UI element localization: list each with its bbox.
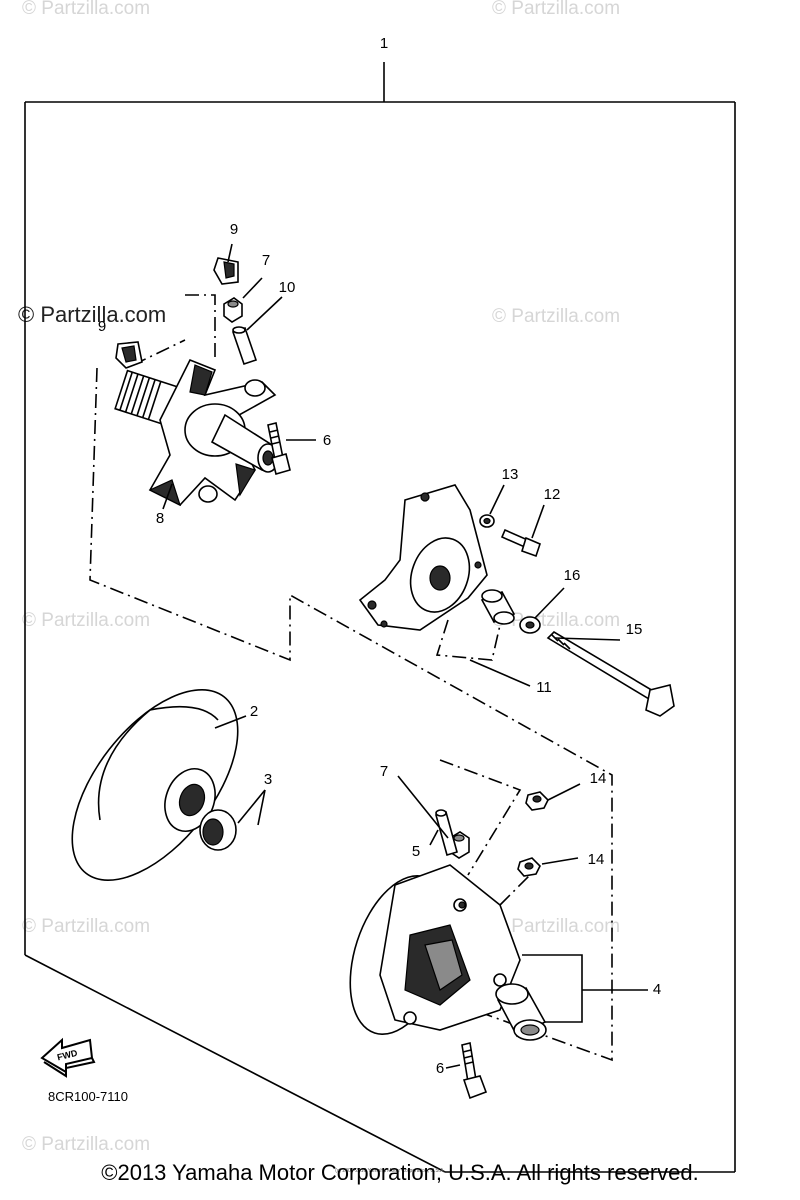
callout-label: 16 (564, 567, 581, 584)
nut-part (517, 857, 541, 877)
callout-leaders (162, 243, 648, 1069)
callout-label: 4 (653, 981, 661, 998)
spider-hub-part (114, 358, 279, 507)
watermark: © Partzilla.com (22, 610, 150, 631)
pin-part (435, 809, 458, 857)
slider-weight-part (115, 341, 143, 369)
pin-part (231, 326, 258, 366)
bolt-part (461, 1042, 488, 1100)
diagram-code: 8CR100-7110 (48, 1089, 128, 1104)
small-print: (c) 2005-2016 Yamaha Motor Corporation, … (335, 1168, 445, 1174)
long-bolt-part (546, 630, 675, 717)
nut-part (223, 297, 243, 323)
callout-label: 15 (626, 621, 643, 638)
watermark: © Partzilla.com (492, 306, 620, 327)
callout-label: 3 (264, 771, 272, 788)
fwd-arrow-icon: FWD (40, 1037, 96, 1078)
callout-label: 10 (279, 279, 296, 296)
callout-label: 6 (436, 1060, 444, 1077)
callout-label: 7 (380, 763, 388, 780)
watermark: © Partzilla.com (22, 0, 150, 19)
assembly-frame (24, 62, 736, 1173)
callout-label: 9 (98, 318, 106, 335)
nut-part (525, 791, 549, 811)
callout-label: 9 (230, 221, 238, 238)
callout-label: 14 (588, 851, 605, 868)
slider-weight-part (213, 257, 239, 285)
watermark: © Partzilla.com (22, 1134, 150, 1155)
callout-label: 11 (536, 679, 552, 696)
callout-label: 12 (544, 486, 561, 503)
bushing-part (480, 589, 516, 625)
watermark: © Partzilla.com (492, 0, 620, 19)
washer-part (479, 514, 495, 528)
callout-label: 1 (380, 35, 388, 52)
callout-label: 6 (323, 432, 331, 449)
leader-dash-lines (89, 294, 613, 1062)
callout-label: 8 (156, 510, 164, 527)
callout-label: 2 (250, 703, 258, 720)
callout-label: 14 (590, 770, 607, 787)
fwd-label: FWD (56, 1048, 79, 1063)
callout-label: 5 (412, 843, 420, 860)
bolt-part (267, 422, 291, 475)
sliding-sheave-part (71, 688, 239, 882)
watermark-main: © Partzilla.com (18, 302, 166, 327)
copyright-notice: ©2013 Yamaha Motor Corporation, U.S.A. A… (101, 1160, 699, 1185)
callout-label: 7 (262, 252, 270, 269)
callout-label: 13 (502, 466, 519, 483)
washer-part (519, 616, 541, 634)
watermark: © Partzilla.com (492, 916, 620, 937)
collar-part (199, 809, 237, 851)
watermark: © Partzilla.com (22, 916, 150, 937)
cap-cover-part (358, 484, 488, 631)
bolt-part (500, 528, 541, 558)
fixed-sheave-part (349, 864, 521, 1036)
seal-ring-part (495, 983, 547, 1041)
